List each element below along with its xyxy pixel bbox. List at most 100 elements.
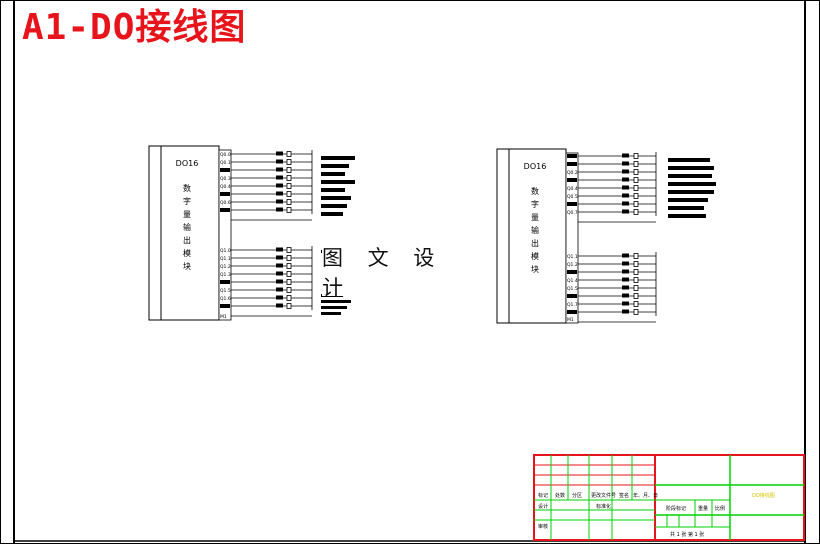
terminal-label: Q1.5 xyxy=(220,288,231,294)
fuse-symbol xyxy=(286,303,292,309)
legend-bar xyxy=(668,174,712,178)
tb-label-change-doc: 更改文件号 xyxy=(591,493,617,499)
fuse-label-block xyxy=(622,277,629,282)
module-description-char: 输 xyxy=(183,222,191,232)
terminal-label: Q1.2 xyxy=(567,262,578,268)
legend-bars xyxy=(321,156,361,315)
terminal-label: Q0.1 xyxy=(220,160,231,166)
terminal-filled xyxy=(220,192,230,196)
terminal-label: Q1.1 xyxy=(567,254,578,260)
legend-bar xyxy=(321,156,355,160)
module-description-char: 数 xyxy=(183,183,191,193)
module-description-char: 输 xyxy=(531,225,539,235)
fuse-symbol xyxy=(633,153,639,159)
fuse-symbol xyxy=(286,175,292,181)
fuse-label-block xyxy=(622,253,629,258)
ground-label: M1 xyxy=(220,314,227,320)
fuse-symbol xyxy=(633,285,639,291)
fuse-symbol xyxy=(286,271,292,277)
terminal-label: Q1.2 xyxy=(220,264,231,270)
fuse-label-block xyxy=(622,293,629,298)
fuse-symbol xyxy=(286,263,292,269)
terminal-label: Q1.6 xyxy=(220,296,231,302)
fuse-symbol xyxy=(286,191,292,197)
module-description-char: 模 xyxy=(183,248,191,258)
fuse-symbol xyxy=(633,177,639,183)
fuse-symbol xyxy=(633,201,639,207)
tb-label-review: 审核 xyxy=(538,524,549,530)
fuse-label-block xyxy=(276,159,283,164)
legend-bars xyxy=(668,158,716,218)
legend-bar xyxy=(321,196,351,200)
legend-bar xyxy=(668,198,708,202)
module-description-char: 量 xyxy=(531,213,539,222)
legend-bar xyxy=(321,172,345,176)
title-block xyxy=(533,454,805,541)
fuse-symbol xyxy=(633,309,639,315)
legend-bar xyxy=(668,190,714,194)
module-description-char: 量 xyxy=(183,210,191,219)
fuse-label-block xyxy=(622,153,629,158)
fuse-label-block xyxy=(276,175,283,180)
module-right: DO16数字量输出模块Q0.2Q0.4Q0.5Q0.7Q1.1Q1.2Q1.4Q… xyxy=(496,148,716,324)
terminal-label: Q1.1 xyxy=(220,256,231,262)
terminal-label: Q1.5 xyxy=(567,286,578,292)
fuse-label-block xyxy=(276,255,283,260)
fuse-label-block xyxy=(276,271,283,276)
tb-outer xyxy=(533,454,805,541)
fuse-label-block xyxy=(622,177,629,182)
fuse-label-block xyxy=(276,263,283,268)
terminal-strip xyxy=(565,152,579,324)
terminal-filled xyxy=(567,162,577,166)
fuse-symbol xyxy=(633,269,639,275)
terminal-filled xyxy=(220,304,230,308)
legend-bar xyxy=(668,158,710,162)
terminal-filled xyxy=(220,168,230,172)
terminal-filled xyxy=(567,294,577,298)
tb-label-count: 处数 xyxy=(555,493,566,499)
module-description-char: 字 xyxy=(531,199,539,209)
legend-bar xyxy=(321,312,341,315)
fuse-label-block xyxy=(622,193,629,198)
fuse-symbol xyxy=(633,261,639,267)
module-description-char: 模 xyxy=(531,251,539,261)
fuse-label-block xyxy=(276,287,283,292)
legend-bar xyxy=(321,188,345,192)
fuse-label-block xyxy=(622,209,629,214)
fuse-symbol xyxy=(286,255,292,261)
legend-bar xyxy=(668,206,704,210)
fuse-label-block xyxy=(622,169,629,174)
tb-label-standard: 标准化 xyxy=(596,504,612,510)
terminal-label: Q1.7 xyxy=(567,302,578,308)
module-body xyxy=(148,145,220,321)
legend-bar xyxy=(321,180,355,184)
terminal-filled xyxy=(567,202,577,206)
tb-drawing-name: DO接线图 xyxy=(752,493,775,499)
tb-label-zone: 分区 xyxy=(572,493,583,499)
legend-bar xyxy=(321,164,349,168)
fuse-label-block xyxy=(622,269,629,274)
output-group-2: Q1.0Q1.1Q1.2Q1.3Q1.5Q1.6 xyxy=(220,246,313,317)
fuse-label-block xyxy=(276,207,283,212)
fuse-label-block xyxy=(622,301,629,306)
fuse-label-block xyxy=(276,151,283,156)
legend-bar xyxy=(668,166,714,170)
fuse-symbol xyxy=(286,199,292,205)
fuse-symbol xyxy=(633,293,639,299)
fuse-symbol xyxy=(633,161,639,167)
tb-label-scale: 比例 xyxy=(715,506,726,512)
fuse-label-block xyxy=(276,183,283,188)
terminal-label: Q0.5 xyxy=(567,194,578,200)
watermark: 图 文 设 计 xyxy=(322,246,488,300)
fuse-label-block xyxy=(276,167,283,172)
fuse-label-block xyxy=(276,279,283,284)
fuse-symbol xyxy=(286,207,292,213)
module-label: DO16 xyxy=(176,159,199,168)
fuse-label-block xyxy=(622,201,629,206)
terminal-label: Q0.6 xyxy=(220,200,231,206)
fuse-label-block xyxy=(622,285,629,290)
module-description-char: 出 xyxy=(531,238,539,248)
fuse-symbol xyxy=(633,185,639,191)
fuse-symbol xyxy=(633,301,639,307)
